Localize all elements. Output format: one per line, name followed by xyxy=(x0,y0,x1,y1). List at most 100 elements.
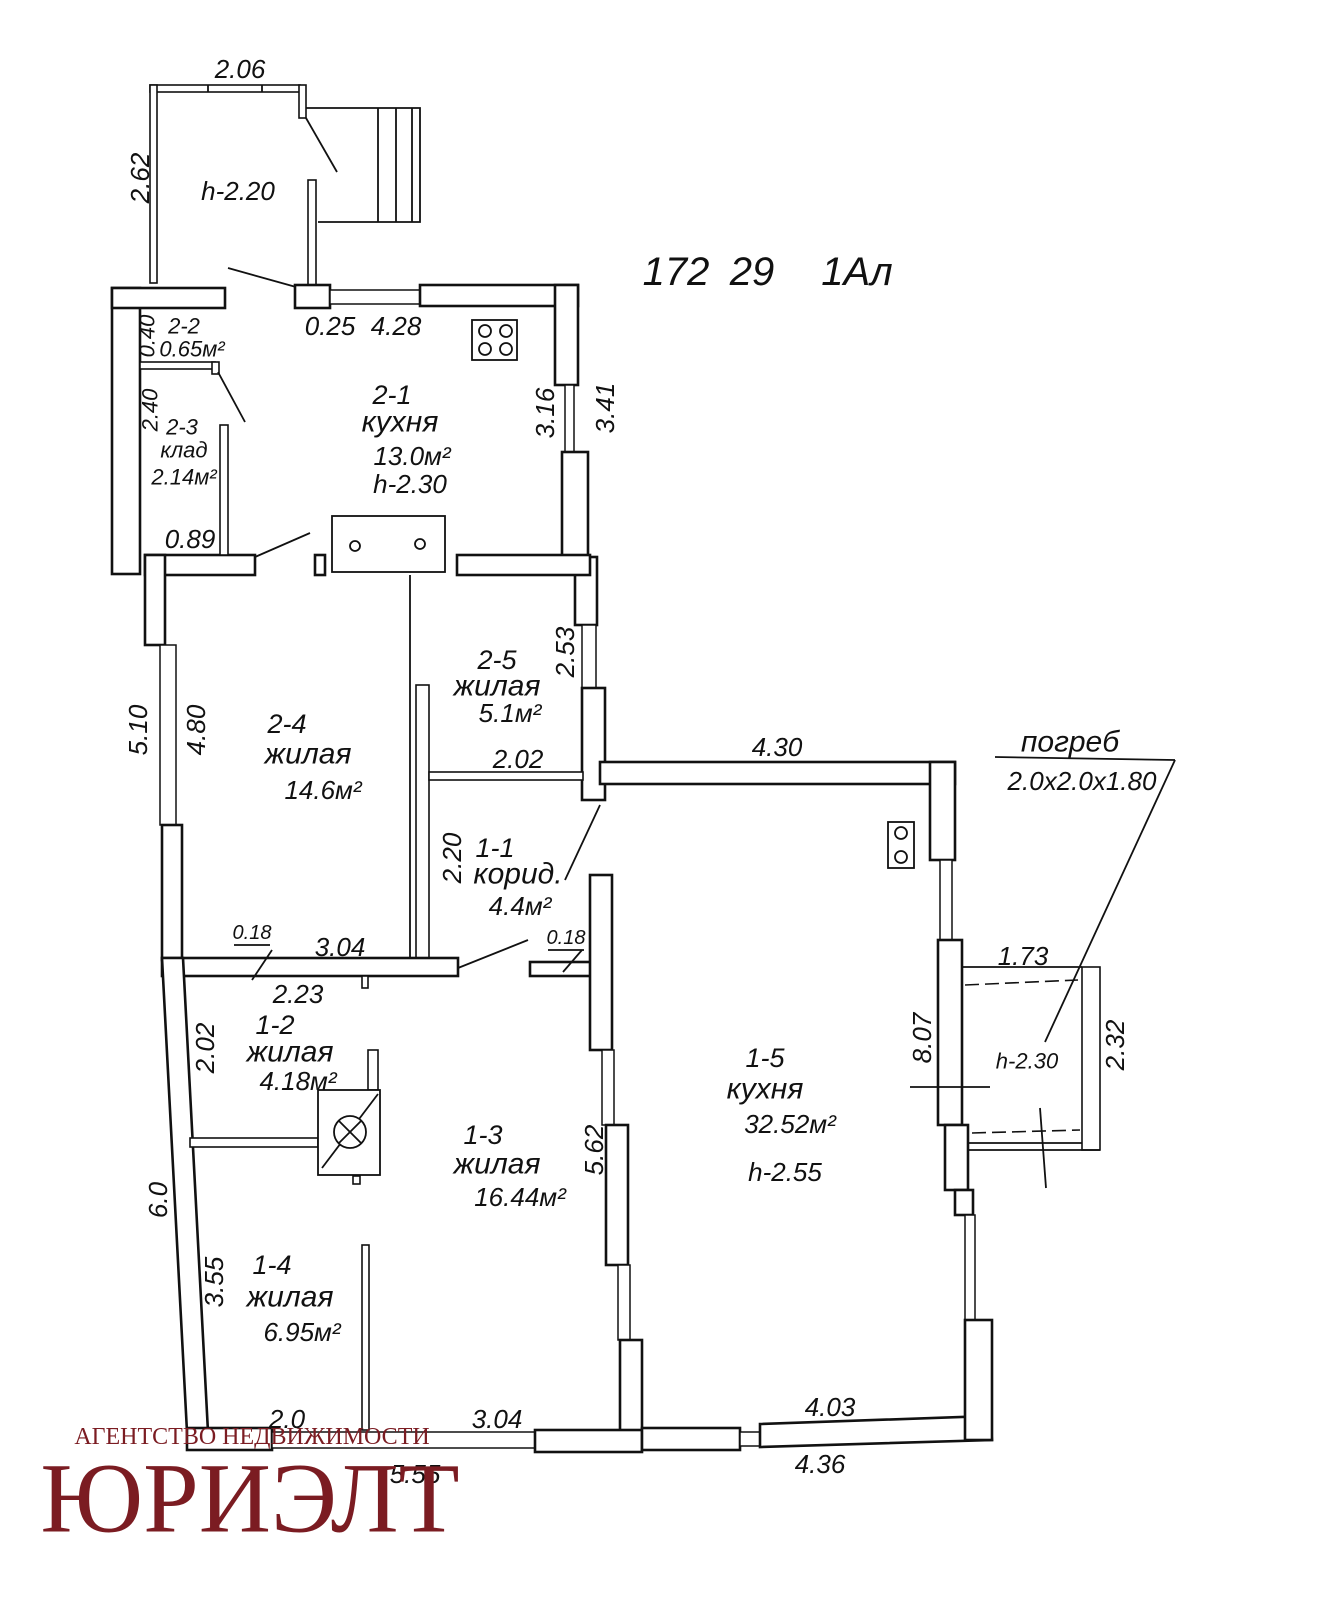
wall xyxy=(455,553,592,577)
burner xyxy=(499,342,513,356)
dimension-label: 4.80 xyxy=(181,704,211,755)
window xyxy=(964,1214,976,1321)
dimension-label: 2.53 xyxy=(550,626,580,678)
dimension-label: 3.55 xyxy=(199,1256,229,1307)
stairs-outline xyxy=(306,107,421,223)
veranda-partition xyxy=(307,179,317,286)
veranda-wall-left xyxy=(149,84,158,284)
oven-hole xyxy=(349,540,361,552)
dimension-label: 4.03 xyxy=(805,1392,856,1422)
dimension-label: 2.23 xyxy=(272,979,324,1009)
side-porch xyxy=(962,756,1176,1189)
burner xyxy=(478,342,492,356)
dimension-label: 3.04 xyxy=(472,1404,523,1434)
stove-1-5 xyxy=(887,821,915,869)
dimension-label: 2.62 xyxy=(125,152,155,204)
wall xyxy=(110,286,227,310)
wall xyxy=(604,1123,630,1267)
plan-code-number: 172 xyxy=(643,250,710,294)
stairs xyxy=(306,107,421,223)
wall xyxy=(598,760,957,786)
dimension-label: 1.73 xyxy=(998,941,1049,971)
window xyxy=(564,384,575,453)
dimension-label: 3.04 xyxy=(315,932,366,962)
dimension-label: 0.18 xyxy=(547,927,586,949)
window xyxy=(581,624,597,689)
room-area: 0.65м² xyxy=(159,337,225,362)
dimension-label: 2.32 xyxy=(1100,1019,1130,1071)
door-swing xyxy=(217,371,246,423)
room-id: 1-2 xyxy=(255,1010,294,1040)
wall xyxy=(588,873,614,1052)
room-name: жилая xyxy=(245,1281,334,1314)
dimension-slash xyxy=(562,949,583,973)
door-swing xyxy=(254,532,311,558)
wall xyxy=(640,1426,742,1452)
dimension-slash xyxy=(251,949,273,981)
room-id: 2-3 xyxy=(165,415,199,440)
dimension-label: 2.02 xyxy=(190,1022,220,1074)
dimension-label: 0.25 xyxy=(305,311,356,341)
window xyxy=(601,1049,615,1126)
watermark-subtitle: АГЕНТСТВО НЕДВИЖИМОСТИ xyxy=(74,1424,429,1450)
room-id: 2-2 xyxy=(167,314,200,339)
veranda-labels: 2.06 2.62 h-2.20 xyxy=(125,54,275,206)
room-id: 1-5 xyxy=(745,1043,785,1073)
watermark-brand: ЮРИЭЛТ xyxy=(40,1443,459,1554)
plan-code: 172 29 1Ал xyxy=(643,250,893,294)
dimension-label: 3.41 xyxy=(590,383,620,434)
veranda xyxy=(149,84,338,288)
height-label: h-2.20 xyxy=(201,176,275,206)
burner xyxy=(478,324,492,338)
room-name: жилая xyxy=(245,1036,334,1069)
oven-hole xyxy=(414,538,426,550)
wall xyxy=(560,450,590,559)
partition xyxy=(367,1049,379,1091)
room-name: корид. xyxy=(473,858,562,891)
room-id: 2-1 xyxy=(371,380,411,410)
height-label: h-2.30 xyxy=(996,1049,1059,1074)
dimension-label: 0.89 xyxy=(165,524,216,554)
dimension-label: 4.36 xyxy=(795,1449,846,1479)
room-area: 16.44м² xyxy=(474,1182,567,1212)
section-1-walls xyxy=(160,760,994,1454)
window xyxy=(739,1431,761,1447)
wall xyxy=(313,553,327,577)
dimension-label: 6.0 xyxy=(143,1181,173,1218)
window xyxy=(939,859,953,941)
stove-1-2 xyxy=(317,1089,381,1185)
wall xyxy=(143,553,167,647)
room-area: 4.4м² xyxy=(489,891,553,921)
burner xyxy=(894,850,908,864)
room-id: 2-4 xyxy=(266,709,306,739)
dimension-label: 5.10 xyxy=(123,704,153,755)
oven xyxy=(331,515,446,573)
wall xyxy=(928,760,957,862)
veranda-wall-top xyxy=(149,84,301,93)
window xyxy=(617,1264,631,1341)
oven-2-1 xyxy=(331,515,446,573)
porch-labels: 1.73 2.32 h-2.30 погреб 2.0x2.0x1.80 xyxy=(996,726,1157,1074)
section-2-interior xyxy=(139,319,601,961)
section-line xyxy=(1039,1107,1047,1189)
burner xyxy=(499,324,513,338)
plan-code-letter: 1Ал xyxy=(821,250,892,294)
room-name: клад xyxy=(160,438,207,463)
agency-watermark: АГЕНТСТВО НЕДВИЖИМОСТИ ЮРИЭЛТ xyxy=(40,1424,459,1554)
dimension-label: 4.28 xyxy=(371,311,422,341)
door-swing xyxy=(457,939,529,969)
door-swing xyxy=(227,267,297,288)
dimension-label: 2.20 xyxy=(437,832,467,884)
wall-notch xyxy=(361,975,369,989)
section-2-walls xyxy=(110,283,607,962)
dimension-label: 2.06 xyxy=(214,54,266,84)
wall xyxy=(293,283,332,310)
room-area: 14.6м² xyxy=(284,775,362,805)
dimension-label: 8.07 xyxy=(907,1011,937,1063)
veranda-wall-right xyxy=(298,84,307,119)
cellar-label: погреб xyxy=(1021,726,1120,759)
wall xyxy=(160,956,460,978)
room-area: 6.95м² xyxy=(263,1317,341,1347)
dimension-label: 2.40 xyxy=(138,388,163,433)
dimension-label: 0.40 xyxy=(135,314,160,358)
